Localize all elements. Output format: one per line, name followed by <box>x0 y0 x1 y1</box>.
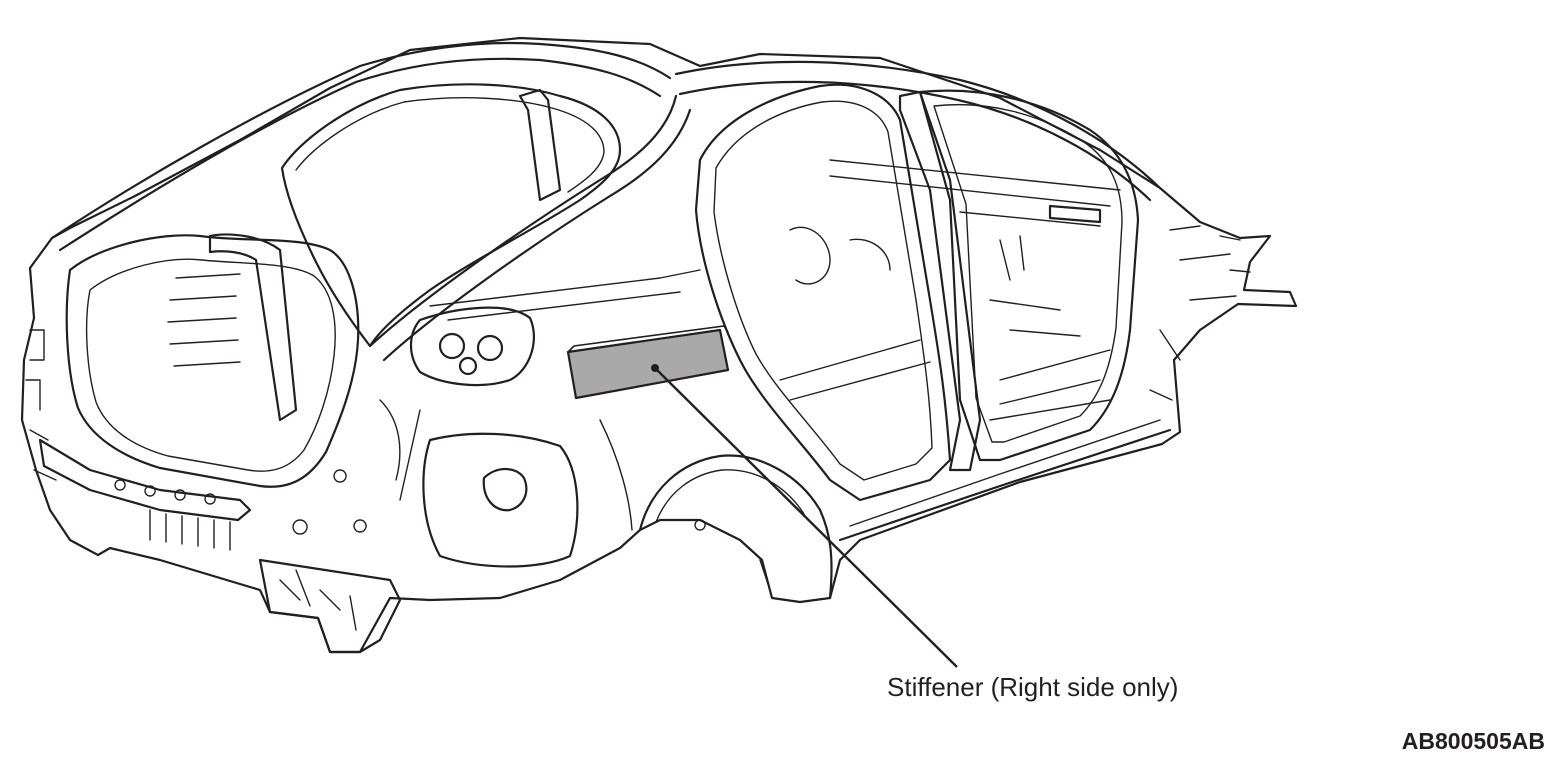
rear-panel-ribs <box>149 509 231 551</box>
figure-code: AB800505AB <box>1401 728 1545 754</box>
roof-rail-right-inner <box>678 80 1152 202</box>
stiffener-part <box>566 328 730 400</box>
rear-floor-lower <box>258 558 402 654</box>
rear-floor-ribs <box>279 569 357 631</box>
stiffener-leader-line <box>654 367 958 668</box>
floor-lines <box>779 339 1111 421</box>
rear-panel-holes <box>114 479 216 505</box>
c-pillar-strut-detail <box>167 273 241 367</box>
roof-rail-left <box>50 41 672 240</box>
left-edge-detail <box>25 329 57 481</box>
quarter-panel-line-2 <box>447 291 681 321</box>
quarter-detail-lines <box>292 399 771 591</box>
front-subframe-detail <box>1149 225 1251 401</box>
callout-label-stiffener: Stiffener (Right side only) <box>887 672 1179 702</box>
rear-wheel-arch-inner <box>655 469 805 523</box>
rear-opening <box>65 234 360 488</box>
fuel-hole-3 <box>458 356 478 376</box>
interior-detail <box>789 226 1081 337</box>
wheel-house-hole <box>482 467 528 512</box>
quarter-panel-edge <box>368 94 678 348</box>
fuel-area <box>409 306 535 387</box>
front-door-opening-inner <box>933 103 1123 443</box>
quarter-panel-edge-inner <box>382 108 692 362</box>
c-pillar-inner <box>518 88 562 202</box>
roof-rail-left-inner <box>58 57 662 252</box>
b-pillar <box>898 90 982 472</box>
fuel-hole-1 <box>438 332 466 360</box>
side-sill <box>838 428 1172 542</box>
quarter-panel-line <box>429 269 701 307</box>
roof-rail-right <box>674 60 1162 190</box>
rear-door-opening-inner <box>713 100 933 481</box>
rear-door-opening <box>694 83 952 502</box>
front-door-opening <box>918 89 1140 462</box>
side-sill-inner <box>849 419 1161 527</box>
c-pillar-strut <box>208 233 298 422</box>
dash-line <box>829 159 1121 227</box>
rear-quarter-window <box>280 83 622 348</box>
fuel-hole-2 <box>476 334 504 362</box>
wheel-house-inner <box>422 432 579 568</box>
stiffener-part-edge <box>567 325 729 353</box>
dash-vent <box>1048 204 1102 224</box>
rear-opening-inner <box>85 258 336 472</box>
rear-panel <box>38 438 252 522</box>
